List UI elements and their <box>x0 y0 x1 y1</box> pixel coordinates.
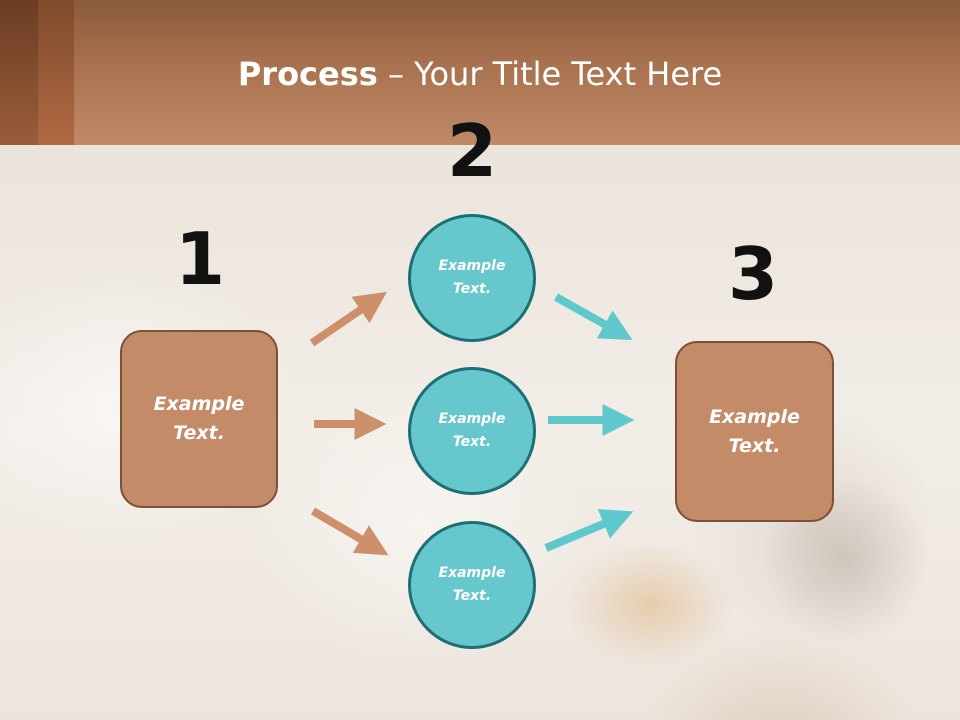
arrow-to-circle-3 <box>310 507 389 556</box>
title-rest: – Your Title Text Here <box>377 55 723 93</box>
arrow-to-circle-1 <box>309 291 387 347</box>
step-number-1: 1 <box>174 217 226 301</box>
process-circle-3: Example Text. <box>408 521 536 649</box>
process-circle-1: Example Text. <box>408 214 536 342</box>
header-accent-strip <box>38 0 74 145</box>
page-title: Process – Your Title Text Here <box>0 52 960 96</box>
title-bar <box>0 0 960 145</box>
arrow-from-circle-3 <box>544 509 634 552</box>
step-number-3: 3 <box>727 232 779 316</box>
process-circle-2: Example Text. <box>408 367 536 495</box>
arrow-from-circle-1 <box>554 293 633 341</box>
right-text-box: Example Text. <box>675 341 834 522</box>
title-bold: Process <box>237 55 378 93</box>
left-text-box: Example Text. <box>120 330 278 508</box>
step-number-2: 2 <box>446 109 498 193</box>
header-accent-strip <box>0 0 38 145</box>
